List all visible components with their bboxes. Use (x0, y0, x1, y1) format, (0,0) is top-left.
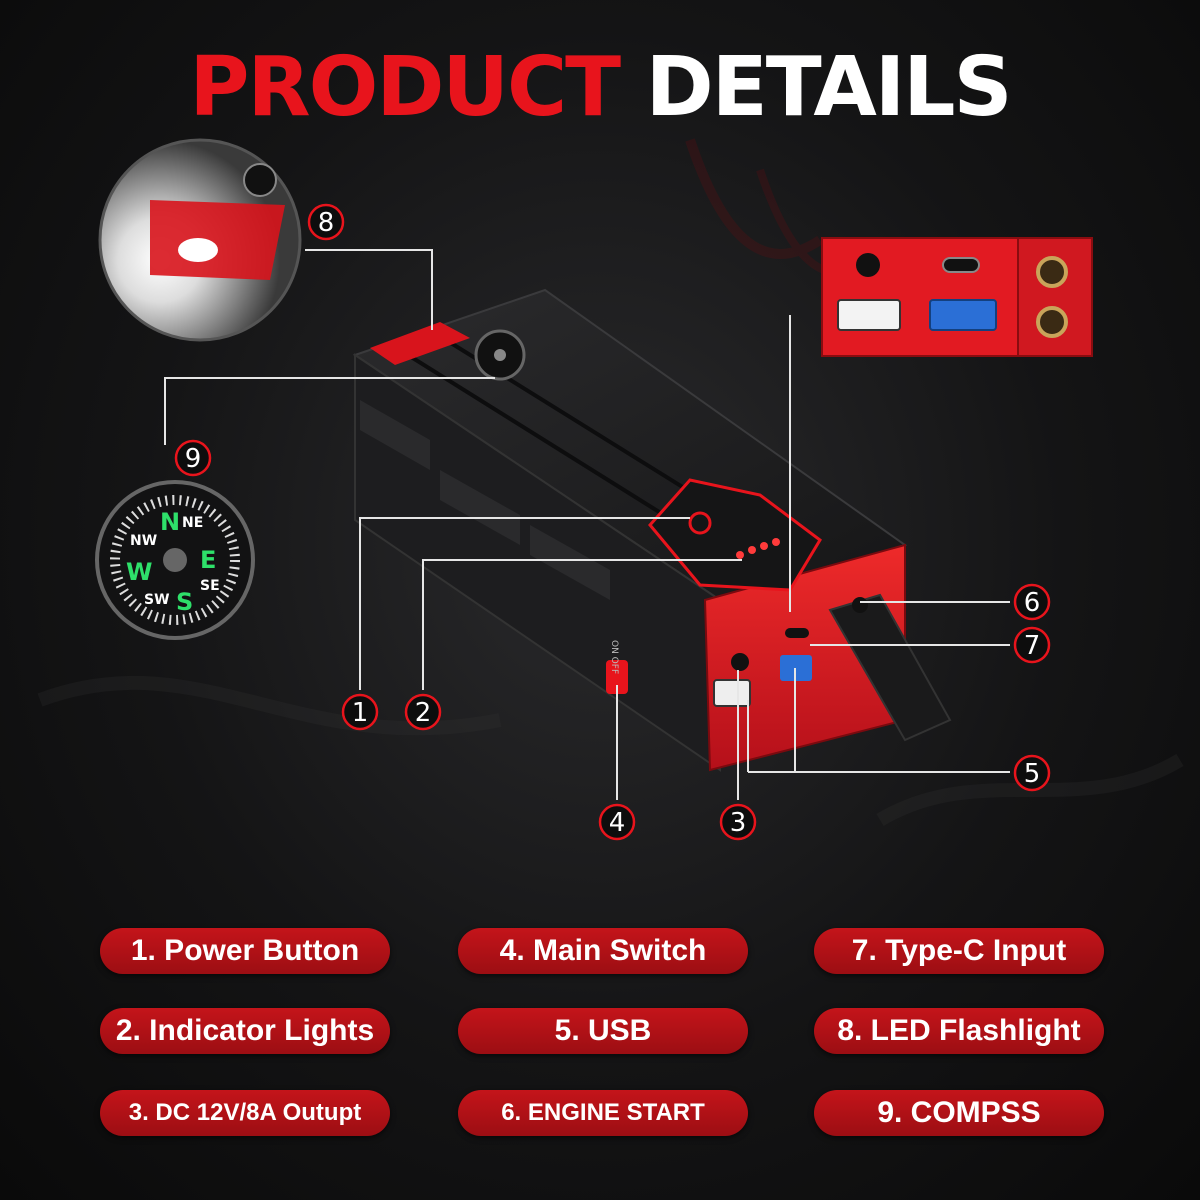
callout-9: 9 (174, 439, 212, 477)
svg-text:7: 7 (1024, 631, 1041, 661)
main-switch-icon (606, 660, 628, 694)
dc-port-icon (731, 653, 749, 671)
svg-text:6: 6 (1024, 588, 1041, 618)
callout-8: 8 (307, 203, 345, 241)
feature-pill-compass: 9. COMPSS (814, 1090, 1104, 1136)
inset-type-c-port-icon (942, 257, 980, 273)
callout-7: 7 (1013, 626, 1051, 664)
page-title: PRODUCT DETAILS (0, 38, 1200, 138)
switch-label: ON OFF (609, 640, 619, 674)
inset-clamp-port-1-icon (1036, 256, 1068, 288)
callout-2: 2 (404, 693, 442, 731)
callout-4: 4 (598, 803, 636, 841)
callout-5: 5 (1013, 754, 1051, 792)
feature-pill-power-button: 1. Power Button (100, 928, 390, 974)
indicator-lights (736, 538, 780, 559)
title-details: DETAILS (645, 40, 1013, 135)
flashlight-inset (98, 138, 302, 342)
feature-pill-usb: 5. USB (458, 1008, 748, 1054)
feature-pill-dc-output: 3. DC 12V/8A Outupt (100, 1090, 390, 1136)
svg-text:8: 8 (318, 208, 335, 238)
compass-nw: NW (130, 533, 157, 549)
type-c-port-icon (785, 628, 809, 638)
svg-text:4: 4 (609, 808, 626, 838)
inset-usb-blue-port-icon (929, 299, 997, 331)
leader-lines (164, 249, 1010, 800)
callout-1: 1 (341, 693, 379, 731)
compass-s: S (176, 588, 193, 616)
inset-usb-port-icon (837, 299, 901, 331)
compass-ne: NE (182, 515, 203, 531)
compass-sw: SW (144, 592, 170, 608)
inset-dc-port-icon (856, 253, 880, 277)
svg-text:5: 5 (1024, 759, 1041, 789)
inset-clamp-port-2-icon (1036, 306, 1068, 338)
callout-markers: 8 9 1 2 4 3 5 6 7 (174, 203, 1051, 841)
compass-e: E (200, 546, 216, 574)
compass-w: W (126, 558, 152, 586)
compass-n: N (160, 508, 180, 536)
feature-pill-type-c-input: 7. Type-C Input (814, 928, 1104, 974)
power-button-icon (688, 511, 712, 535)
svg-text:3: 3 (730, 808, 747, 838)
callout-3: 3 (719, 803, 757, 841)
feature-pill-led-flashlight: 8. LED Flashlight (814, 1008, 1104, 1054)
compass-se: SE (200, 578, 220, 594)
usb-port-icon (713, 679, 751, 707)
svg-text:1: 1 (352, 698, 369, 728)
jump-starter-device: ON OFF (352, 288, 952, 772)
svg-text:9: 9 (185, 444, 202, 474)
compass-inset: N NE E SE S SW W NW (95, 480, 255, 640)
svg-text:2: 2 (415, 698, 432, 728)
feature-pill-engine-start: 6. ENGINE START (458, 1090, 748, 1136)
ports-inset (821, 237, 1093, 357)
feature-pill-main-switch: 4. Main Switch (458, 928, 748, 974)
callout-6: 6 (1013, 583, 1051, 621)
title-product: PRODUCT (189, 40, 621, 135)
feature-pill-indicator-lights: 2. Indicator Lights (100, 1008, 390, 1054)
